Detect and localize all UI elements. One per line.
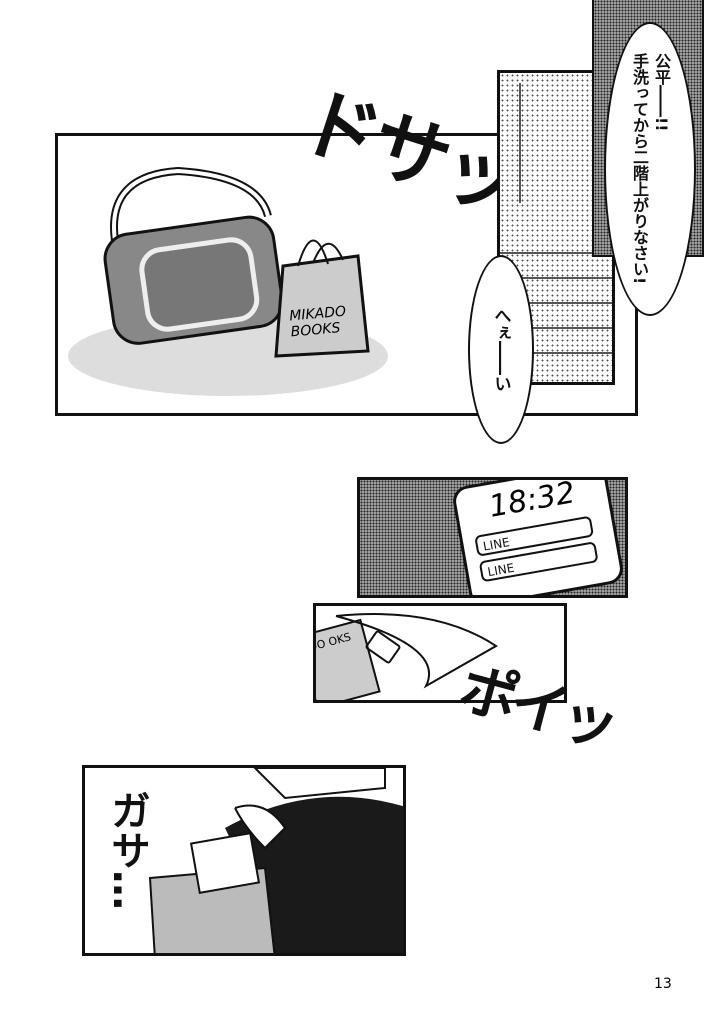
reply-dialogue: へぇ――い	[490, 307, 511, 392]
panel-toss: DO OKS	[313, 603, 567, 703]
notification-app-name: LINE	[481, 535, 511, 554]
panel-reaching	[82, 765, 406, 956]
bags-illustration	[68, 166, 388, 396]
sfx-gasa: ガサ…	[104, 790, 150, 910]
sfx-poi: ポイッ	[452, 653, 621, 760]
page-number: 13	[654, 976, 672, 992]
mother-line1: 公平――!!	[652, 53, 671, 132]
notification-app-name: LINE	[486, 560, 516, 580]
character-illustration	[148, 768, 403, 953]
mother-dialogue: 公平――!! 手洗ってから二階上がりなさい!	[628, 53, 672, 284]
bag-label: MIKADO BOOKS	[289, 304, 348, 341]
sheet-illustration	[335, 613, 498, 689]
lock-screen-time: 18:32	[486, 477, 578, 525]
smartphone: 18:32 LINE LINE	[450, 477, 625, 595]
speech-bubble-reply: へぇ――い	[468, 255, 534, 444]
speech-bubble-mother: 公平――!! 手洗ってから二階上がりなさい!	[604, 22, 696, 316]
mother-line2: 手洗ってから二階上がりなさい!	[630, 53, 649, 285]
panel-phone: 18:32 LINE LINE	[357, 477, 628, 598]
